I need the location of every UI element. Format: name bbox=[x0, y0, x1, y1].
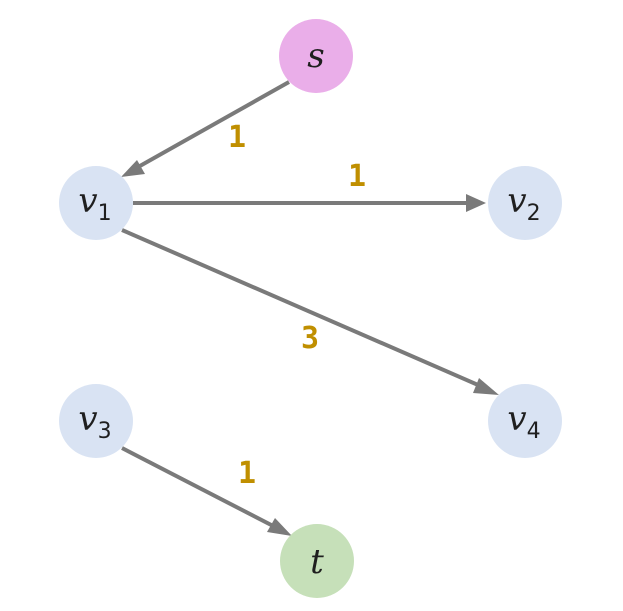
node-circle bbox=[59, 384, 133, 458]
node-circle bbox=[279, 19, 353, 93]
edge-weight: 1 bbox=[238, 456, 256, 491]
node-v2: v2 bbox=[488, 166, 562, 240]
edge-weight: 1 bbox=[228, 120, 246, 155]
node-v4: v4 bbox=[488, 384, 562, 458]
edge-weight: 3 bbox=[301, 321, 319, 356]
node-label: v4 bbox=[507, 399, 540, 444]
node-s: s bbox=[279, 19, 353, 93]
arrowhead-icon bbox=[121, 160, 145, 177]
edge-line bbox=[121, 446, 280, 531]
nodes: s v1 v2 v3 v4 bbox=[59, 19, 562, 598]
node-label: t bbox=[310, 542, 324, 582]
node-v3: v3 bbox=[59, 384, 133, 458]
edge-weight: 1 bbox=[348, 159, 366, 194]
edges: 1 1 3 1 bbox=[121, 80, 499, 536]
arrowhead-icon bbox=[267, 518, 292, 536]
edge-line bbox=[130, 80, 290, 173]
node-label: s bbox=[307, 36, 324, 76]
node-circle bbox=[488, 166, 562, 240]
edge-s-v1: 1 bbox=[121, 80, 290, 177]
edge-v1-v4: 3 bbox=[121, 228, 499, 395]
node-circle bbox=[488, 384, 562, 458]
edge-v3-t: 1 bbox=[121, 446, 292, 536]
node-circle bbox=[280, 524, 354, 598]
node-circle bbox=[59, 166, 133, 240]
arrowhead-icon bbox=[466, 194, 486, 212]
edge-v1-v2: 1 bbox=[133, 159, 486, 212]
node-label: v1 bbox=[78, 181, 111, 226]
edge-line bbox=[121, 228, 486, 390]
node-label: v3 bbox=[78, 399, 111, 444]
node-label: v2 bbox=[507, 181, 540, 226]
node-t: t bbox=[280, 524, 354, 598]
arrowhead-icon bbox=[473, 378, 499, 395]
node-v1: v1 bbox=[59, 166, 133, 240]
